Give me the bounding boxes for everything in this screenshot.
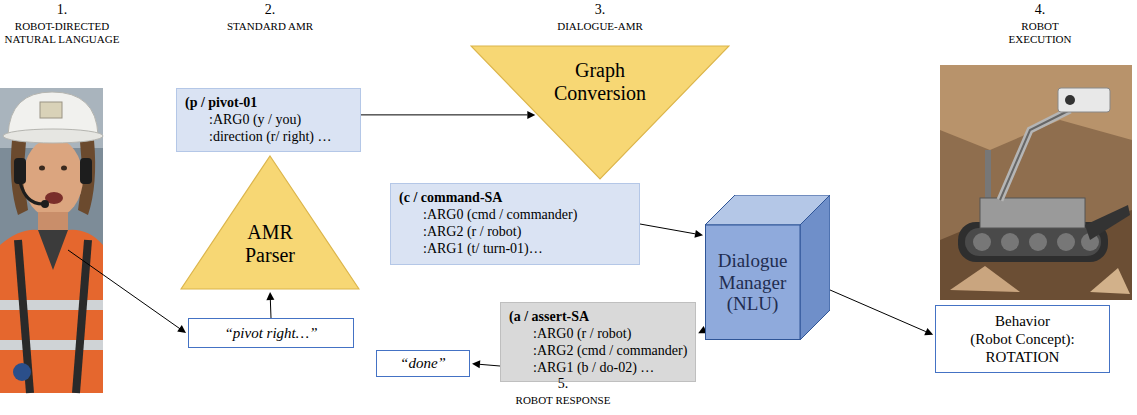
photo-path	[78, 140, 95, 215]
photo-ellipse	[39, 166, 45, 171]
connector	[830, 290, 933, 335]
node-text: (Robot Concept): ROTATION	[967, 330, 1079, 366]
photo-polygon	[177, 325, 186, 333]
dialogue-amr-box: (c / command-SA:ARG0 (cmd / commander):A…	[390, 183, 640, 265]
photo-rect	[0, 300, 103, 310]
column-heading: STANDARD AMR	[185, 20, 355, 33]
photo-ellipse	[23, 138, 83, 218]
photo-ellipse	[3, 129, 103, 143]
dialogue-manager-cube: Dialogue Manager (NLU)	[705, 195, 830, 340]
amr-relation: :ARG2 (cmd / commander)	[509, 342, 687, 359]
photo-rect	[80, 158, 92, 184]
photo-circle	[13, 363, 31, 381]
connector-line	[361, 114, 527, 115]
behavior-box: Behavior(Robot Concept): ROTATION	[935, 305, 1110, 373]
photo-circle	[1029, 233, 1047, 251]
amr-box: (p / pivot-01:ARG0 (y / you):direction (…	[176, 88, 361, 152]
node-text: “done”	[400, 355, 446, 372]
arrow-head	[694, 230, 703, 238]
shape-label: Dialogue Manager (NLU)	[707, 225, 798, 340]
connector-line	[270, 300, 272, 318]
column-heading: DIALOGUE-AMR	[515, 20, 685, 33]
photo-circle	[1065, 95, 1075, 105]
amr-root: (p / pivot-01	[185, 94, 352, 111]
step-number: 5.	[543, 376, 583, 393]
amr-relation: :ARG1 (t/ turn-01)…	[399, 240, 631, 257]
step-number: 2.	[250, 2, 290, 19]
connector	[640, 224, 703, 238]
robot-photo	[940, 65, 1132, 300]
node-text: Behavior	[995, 312, 1050, 330]
photo-circle	[41, 200, 49, 208]
photo-rect	[965, 228, 1101, 256]
photo-path	[20, 182, 44, 204]
node-text: Dialogue Manager (NLU)	[707, 250, 798, 316]
cube-side	[800, 195, 830, 340]
amr-relation: :ARG0 (r / robot)	[509, 325, 687, 342]
step-number: 4.	[1020, 2, 1060, 19]
amr-root: (c / command-SA	[399, 189, 631, 206]
speech-arrow	[68, 250, 186, 333]
amr-relation: :ARG0 (y / you)	[185, 111, 352, 128]
photo-path	[38, 230, 68, 270]
photo-polygon	[950, 266, 1020, 292]
operator-photo	[0, 88, 103, 393]
photo-path	[1000, 110, 1070, 200]
connector-line	[640, 224, 695, 234]
column-heading: ROBOT RESPONSE	[478, 394, 648, 407]
photo-ellipse	[61, 166, 67, 171]
response-utterance-box: “done”	[376, 350, 470, 377]
parser-triangle: AMR Parser	[180, 155, 360, 290]
triangle-shape	[471, 46, 729, 179]
column-heading: ROBOT-DIRECTED NATURAL LANGUAGE	[2, 20, 122, 46]
photo-rect	[0, 88, 103, 393]
photo-rect	[40, 102, 62, 118]
amr-relation: :ARG0 (cmd / commander)	[399, 206, 631, 223]
amr-root: (a / assert-SA	[509, 308, 687, 325]
arrow-head	[472, 360, 480, 368]
photo-path	[1000, 110, 1070, 200]
amr-relation: :ARG2 (r / robot)	[399, 223, 631, 240]
node-text: AMR Parser	[230, 221, 310, 267]
shape-label: AMR Parser	[230, 221, 310, 267]
photo-polygon	[940, 65, 1132, 150]
photo-polygon	[1085, 205, 1130, 240]
photo-line	[68, 250, 181, 330]
node-text: “pivot right…”	[225, 325, 318, 342]
photo-rect	[940, 65, 1132, 300]
photo-rect	[0, 340, 103, 350]
utterance-box: “pivot right…”	[188, 318, 354, 348]
arrow-head	[527, 111, 535, 119]
photo-rect	[980, 198, 1085, 228]
amr-relation: :direction (r/ right) …	[185, 128, 352, 145]
photo-circle	[1001, 233, 1019, 251]
connector	[361, 111, 535, 119]
photo-rect	[1058, 88, 1110, 112]
photo-path	[11, 140, 28, 215]
connector	[472, 360, 500, 368]
triangle-shape	[181, 156, 359, 289]
photo-path	[0, 230, 103, 393]
amr-relation: :ARG1 (b / do-02) …	[509, 359, 687, 376]
photo-rect	[0, 88, 103, 148]
arrow-head	[266, 292, 274, 300]
photo-rect	[14, 158, 26, 184]
photo-circle	[1057, 233, 1075, 251]
connector-line	[480, 364, 500, 366]
step-number: 1.	[42, 2, 82, 19]
connector-line	[830, 290, 926, 332]
connector	[266, 292, 274, 318]
photo-polygon	[1090, 268, 1130, 294]
conversion-triangle: Graph Conversion	[470, 45, 730, 180]
column-heading: ROBOT EXECUTION	[995, 20, 1085, 46]
node-text: Graph Conversion	[540, 59, 660, 105]
photo-rect	[985, 150, 991, 200]
photo-circle	[973, 233, 991, 251]
step-number: 3.	[580, 2, 620, 19]
shape-label: Graph Conversion	[540, 59, 660, 105]
response-amr-box: (a / assert-SA:ARG0 (r / robot):ARG2 (cm…	[500, 302, 696, 382]
cube-front	[706, 225, 801, 340]
